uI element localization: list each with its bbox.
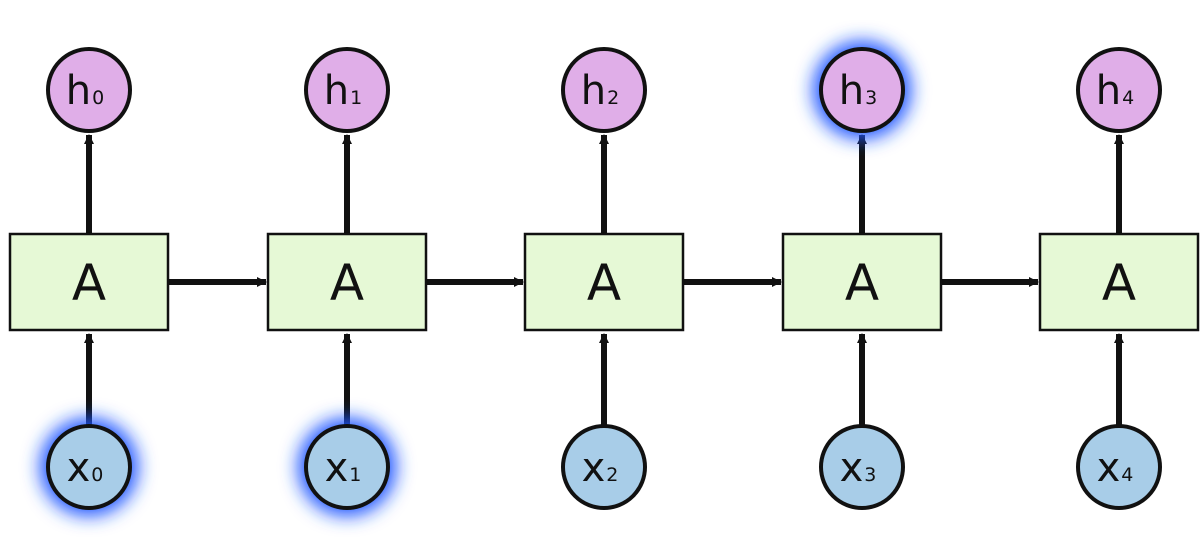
rnn-cell-1: A: [266, 232, 428, 332]
output-circle: [561, 47, 647, 133]
output-label: h2: [581, 68, 619, 114]
rnn-cell-0: A: [8, 232, 170, 332]
input-node-0: x0: [46, 424, 132, 510]
output-subscript: 4: [1122, 87, 1134, 109]
input-subscript: 3: [864, 464, 876, 486]
output-label: h4: [1096, 68, 1134, 114]
input-subscript: 0: [91, 464, 103, 486]
input-subscript: 2: [606, 464, 618, 486]
input-letter: x: [325, 445, 349, 491]
output-label: h0: [66, 68, 104, 114]
input-node-2: x2: [561, 424, 647, 510]
cell-label: A: [330, 254, 364, 312]
cell-label: A: [72, 254, 106, 312]
input-node-1: x1: [304, 424, 390, 510]
output-node-0: h0: [46, 47, 132, 133]
output-letter: h: [1096, 68, 1121, 114]
input-circle: [819, 424, 905, 510]
rnn-cell-2: A: [523, 232, 685, 332]
input-label: x0: [67, 445, 104, 491]
input-letter: x: [1097, 445, 1121, 491]
input-circle: [304, 424, 390, 510]
output-circle: [304, 47, 390, 133]
output-circle: [819, 47, 905, 133]
output-node-1: h1: [304, 47, 390, 133]
cell-label: A: [1102, 254, 1136, 312]
cell-box: [523, 232, 685, 332]
rnn-cell-3: A: [781, 232, 943, 332]
output-subscript: 0: [92, 87, 104, 109]
output-letter: h: [839, 68, 864, 114]
output-node-4: h4: [1076, 47, 1162, 133]
cell-box: [8, 232, 170, 332]
input-letter: x: [582, 445, 606, 491]
output-letter: h: [66, 68, 91, 114]
rnn-cell-4: A: [1038, 232, 1200, 332]
input-circle: [46, 424, 132, 510]
output-subscript: 1: [350, 87, 362, 109]
output-letter: h: [581, 68, 606, 114]
cell-box: [781, 232, 943, 332]
output-circle: [1076, 47, 1162, 133]
cell-box: [266, 232, 428, 332]
input-node-3: x3: [819, 424, 905, 510]
cell-box: [1038, 232, 1200, 332]
output-subscript: 2: [607, 87, 619, 109]
input-label: x1: [325, 445, 362, 491]
input-label: x3: [840, 445, 877, 491]
output-label: h1: [324, 68, 362, 114]
output-circle: [46, 47, 132, 133]
input-subscript: 4: [1121, 464, 1133, 486]
arrows-layer: [84, 134, 1124, 426]
output-node-2: h2: [561, 47, 647, 133]
glow-layer: [40, 41, 911, 516]
input-label: x2: [582, 445, 619, 491]
input-node-4: x4: [1076, 424, 1162, 510]
output-node-3: h3: [819, 47, 905, 133]
output-letter: h: [324, 68, 349, 114]
input-circle: [1076, 424, 1162, 510]
input-letter: x: [840, 445, 864, 491]
input-subscript: 1: [349, 464, 361, 486]
input-label: x4: [1097, 445, 1134, 491]
cell-label: A: [587, 254, 621, 312]
cell-label: A: [845, 254, 879, 312]
input-letter: x: [67, 445, 91, 491]
output-label: h3: [839, 68, 877, 114]
input-circle: [561, 424, 647, 510]
output-subscript: 3: [865, 87, 877, 109]
